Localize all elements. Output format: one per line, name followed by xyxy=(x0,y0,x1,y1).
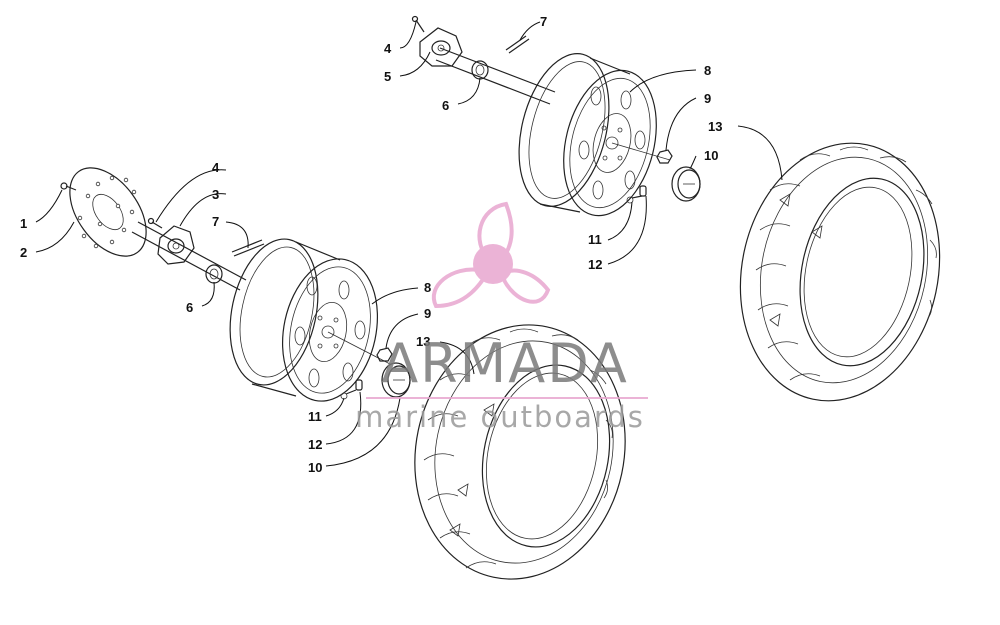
lower-castle-nut xyxy=(205,264,223,284)
brake-disc xyxy=(69,167,147,257)
armada-watermark: ARMADA marine outboards xyxy=(355,201,648,434)
upper-wheel-assembly xyxy=(411,15,941,402)
callout-12-upper: 12 xyxy=(588,257,602,272)
callout-labels: 1 2 3 4 4 5 6 6 7 7 8 8 9 9 10 10 11 11 … xyxy=(20,14,722,475)
callout-2: 2 xyxy=(20,245,27,260)
lower-hub-bolt xyxy=(147,217,163,229)
callout-13-upper: 13 xyxy=(708,119,722,134)
lower-tire xyxy=(414,324,626,580)
callout-3: 3 xyxy=(212,187,219,202)
callout-11-lower: 11 xyxy=(308,409,322,424)
callout-7-upper: 7 xyxy=(540,14,547,29)
callout-12-lower: 12 xyxy=(308,437,322,452)
callout-6-upper: 6 xyxy=(442,98,449,113)
disc-bolt xyxy=(60,182,77,191)
propeller-logo xyxy=(432,201,551,309)
callout-9-lower: 9 xyxy=(424,306,431,321)
lower-valve-stem xyxy=(340,379,363,400)
callout-8-lower: 8 xyxy=(424,280,431,295)
lower-hub xyxy=(157,225,195,265)
watermark-tagline: marine outboards xyxy=(355,400,645,434)
upper-hub-bolt xyxy=(411,15,425,33)
upper-valve-stem xyxy=(626,185,647,204)
callout-1: 1 xyxy=(20,216,27,231)
callout-8-upper: 8 xyxy=(704,63,711,78)
callout-13-lower: 13 xyxy=(416,334,430,349)
upper-center-cap xyxy=(671,166,701,202)
callout-6-lower: 6 xyxy=(186,300,193,315)
callout-10-lower: 10 xyxy=(308,460,322,475)
upper-axle-shaft xyxy=(435,47,556,105)
lower-lug-nut xyxy=(376,347,393,362)
callout-4-lower: 4 xyxy=(212,160,220,175)
lower-cotter-pin xyxy=(231,239,265,257)
upper-lug-nut xyxy=(656,149,673,164)
leader-lines xyxy=(35,21,783,467)
watermark-brand: ARMADA xyxy=(381,332,629,395)
callout-4-upper: 4 xyxy=(384,41,392,56)
callout-5: 5 xyxy=(384,69,391,84)
upper-wheel-rim xyxy=(518,53,671,217)
callout-7-lower: 7 xyxy=(212,214,219,229)
callout-10-upper: 10 xyxy=(704,148,718,163)
upper-cotter-pin xyxy=(505,35,530,54)
upper-tire xyxy=(739,142,941,402)
upper-hub xyxy=(419,27,463,67)
lower-wheel-assembly xyxy=(60,167,626,580)
callout-9-upper: 9 xyxy=(704,91,711,106)
lower-wheel-rim xyxy=(229,238,391,402)
callout-11-upper: 11 xyxy=(588,232,602,247)
